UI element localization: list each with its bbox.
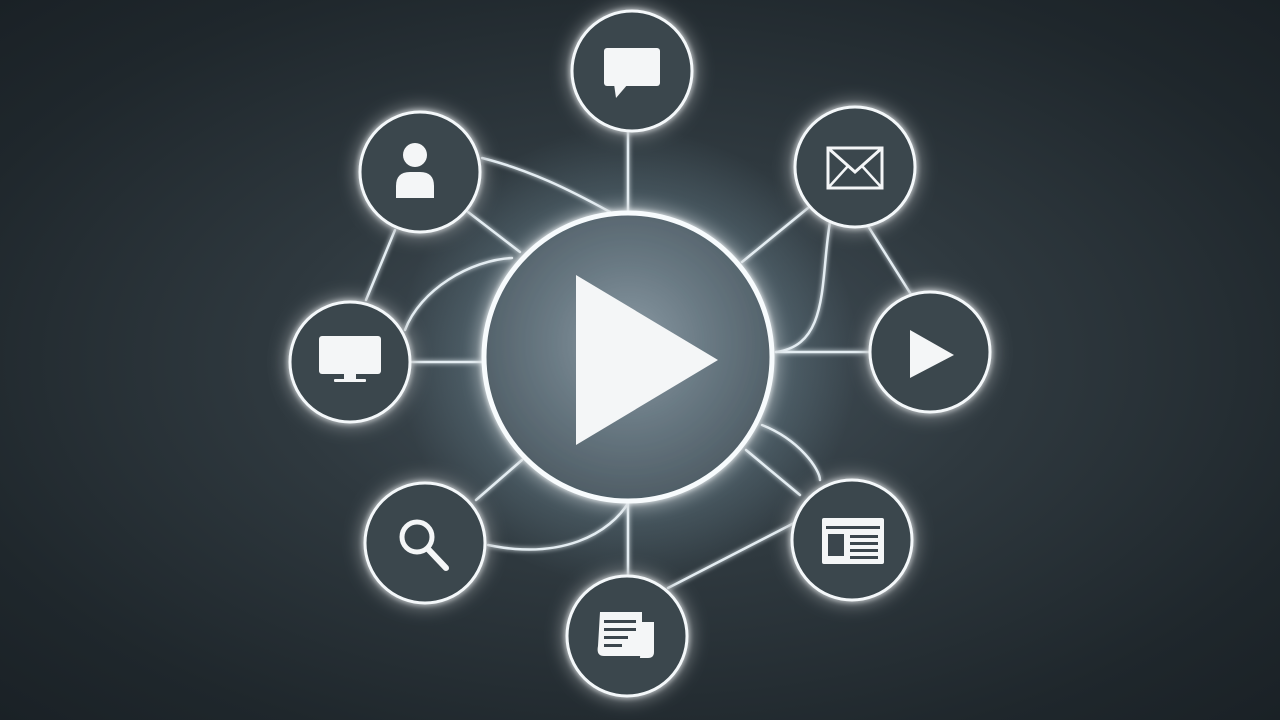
play-icon: [576, 275, 718, 445]
envelope-icon: [826, 146, 884, 190]
document-icon: [597, 612, 654, 658]
node-video[interactable]: [868, 290, 992, 414]
link-search-curve: [486, 498, 632, 551]
link-hub-user: [466, 210, 522, 254]
link-user-curve: [480, 156, 612, 214]
magnifier-icon: [399, 519, 449, 571]
link-hub-news: [744, 448, 802, 497]
link-user-display: [364, 228, 397, 302]
link-hub-mail: [740, 206, 810, 264]
link-display-curve: [403, 256, 514, 332]
user-icon: [396, 143, 434, 198]
node-user[interactable]: [358, 110, 482, 234]
node-document[interactable]: [565, 574, 689, 698]
node-display[interactable]: [288, 300, 412, 424]
newspaper-window-icon: [822, 518, 884, 564]
node-ring: [363, 481, 487, 605]
hub[interactable]: [481, 210, 775, 504]
node-ring: [793, 105, 917, 229]
chat-bubble-icon: [604, 48, 660, 98]
link-hub-search: [474, 458, 524, 502]
node-search[interactable]: [363, 481, 487, 605]
monitor-icon: [319, 336, 381, 382]
link-mail-video: [866, 224, 914, 298]
link-news-document: [666, 518, 802, 590]
node-mail[interactable]: [793, 105, 917, 229]
connection-lines: [364, 128, 914, 590]
node-news[interactable]: [790, 478, 914, 602]
node-chat[interactable]: [570, 9, 694, 133]
link-hub-news-curve: [760, 423, 822, 482]
play-icon: [910, 330, 954, 378]
link-mail-curve: [774, 220, 832, 354]
